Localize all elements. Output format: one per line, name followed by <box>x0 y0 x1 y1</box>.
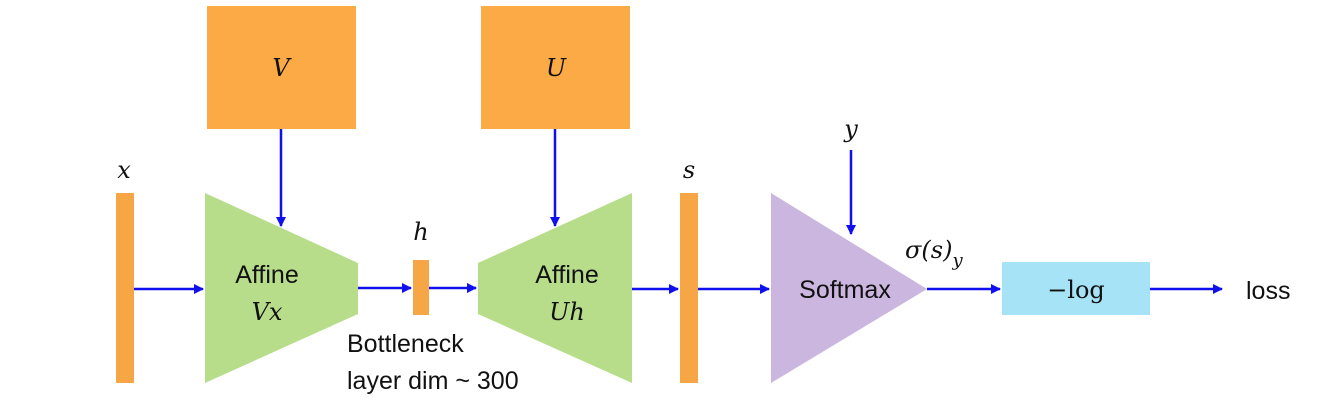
loss-label: loss <box>1246 277 1290 305</box>
neglog-block <box>1002 262 1150 315</box>
affine-vx-title: Affine <box>235 261 298 289</box>
weight-v-box <box>207 6 356 129</box>
sigma-label-subscript: y <box>951 250 963 271</box>
neglog-label: −log <box>1047 276 1105 304</box>
vector-x-bar <box>116 193 134 383</box>
affine-uh-title: Affine <box>535 261 598 289</box>
sigma-label-base: σ(s) <box>905 236 952 264</box>
bottleneck-line2: layer dim ~ 300 <box>347 367 519 395</box>
affine-uh-block <box>478 193 632 383</box>
vector-x-label: x <box>117 156 131 184</box>
vector-h-bar <box>413 260 429 315</box>
vector-s-label: s <box>683 156 695 184</box>
bottleneck-line1: Bottleneck <box>347 330 464 358</box>
affine-uh-expr: Uh <box>549 298 585 326</box>
affine-vx-block <box>205 193 358 383</box>
weight-u-label: U <box>546 54 567 82</box>
softmax-block <box>771 193 927 383</box>
sigma-label: σ(s)y <box>905 236 963 271</box>
vector-y-label: y <box>843 115 858 143</box>
vector-s-bar <box>680 193 698 383</box>
softmax-label: Softmax <box>799 276 891 304</box>
affine-vx-expr: Vx <box>252 298 283 326</box>
weight-u-box <box>481 6 630 129</box>
weight-v-label: V <box>272 54 292 82</box>
vector-h-label: h <box>413 218 428 246</box>
